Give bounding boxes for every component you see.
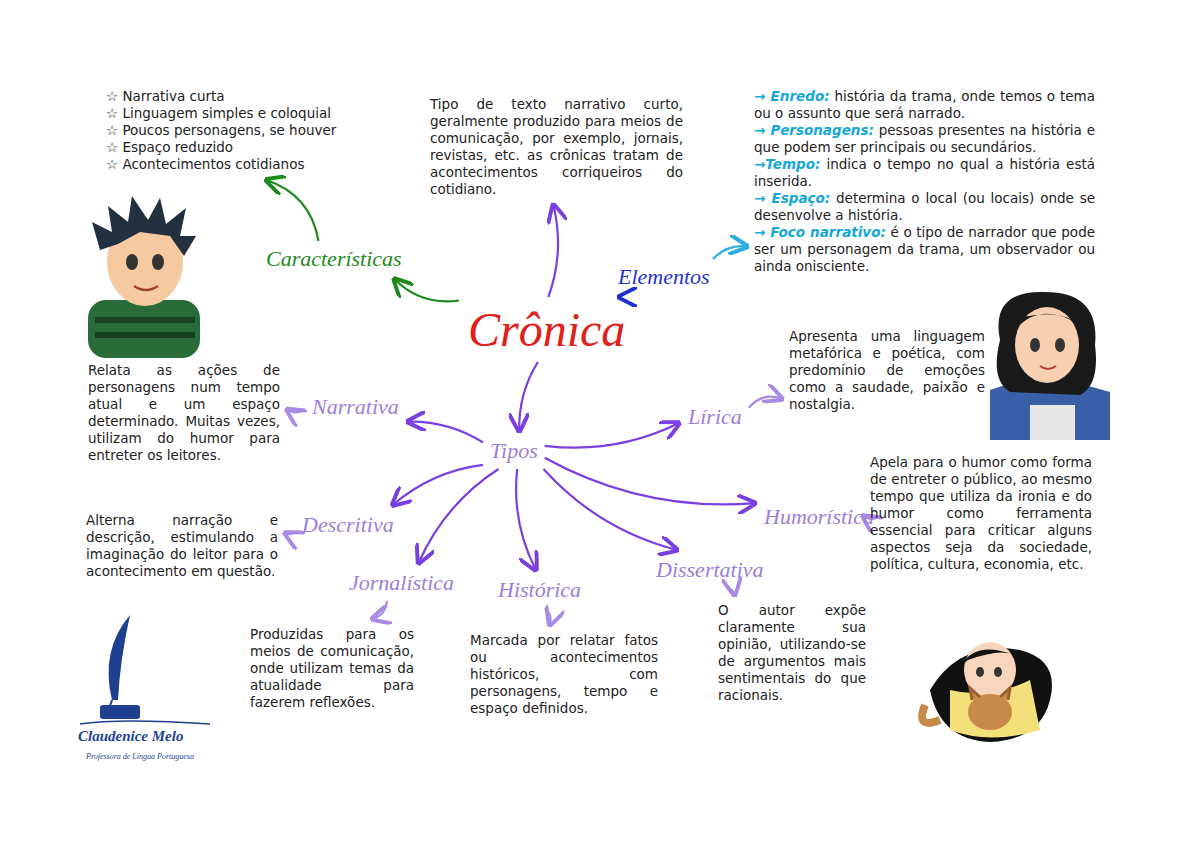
type-description: Alterna narração e descrição, estimuland… <box>84 510 280 582</box>
connector-arrow <box>372 601 387 619</box>
type-title: Jornalística <box>345 568 458 598</box>
type-description: Marcada por relatar fatos ou acontecimen… <box>468 630 660 719</box>
connector-arrow <box>544 469 677 550</box>
connector-arrow <box>519 362 538 431</box>
node-text: O autor expõe claramente sua opinião, ut… <box>718 602 866 704</box>
node-text: Tipo de texto narrativo curto, geralment… <box>430 96 683 198</box>
connector-arrow <box>394 279 459 301</box>
connector-arrow <box>728 588 735 595</box>
type-title: Histórica <box>494 575 585 605</box>
definition-text: Tipo de texto narrativo curto, geralment… <box>428 94 685 200</box>
signature-label: Claudenice Melo <box>78 728 183 745</box>
connector-arrow <box>713 246 747 259</box>
node-text: Narrativa <box>312 394 399 420</box>
element-item: →Tempo: indica o tempo no qual a históri… <box>754 156 1095 190</box>
connector-arrow <box>545 458 755 505</box>
connector-arrow <box>419 469 499 563</box>
element-item: → Personagens: pessoas presentes na hist… <box>754 122 1095 156</box>
connector-arrow <box>266 180 318 241</box>
type-description: Relata as ações de personagens num tempo… <box>86 360 282 466</box>
element-heading: → Espaço: <box>754 190 830 206</box>
list-item: ☆ Narrativa curta <box>106 88 342 105</box>
type-title: Lírica <box>684 402 746 432</box>
element-heading: →Tempo: <box>754 156 820 172</box>
node-text: Apela para o humor como forma de entrete… <box>870 454 1092 573</box>
signature-label: Professora de Língua Portuguesa <box>86 752 194 761</box>
connector-arrow <box>545 608 551 625</box>
quill-logo <box>80 615 210 724</box>
node-text: Histórica <box>498 577 581 603</box>
branch-title: Tipos <box>486 436 542 466</box>
girl-cat-illustration <box>922 642 1052 742</box>
element-heading: → Personagens: <box>754 122 874 138</box>
list-item: ☆ Poucos personagens, se houver <box>106 122 342 139</box>
node-text: Características <box>266 246 402 272</box>
girl-illustration <box>990 292 1110 440</box>
node-text: Marcada por relatar fatos ou acontecimen… <box>470 632 658 717</box>
node-text: Humorística <box>764 504 874 530</box>
type-title: Dissertativa <box>652 555 768 585</box>
connector-arrow <box>749 397 782 408</box>
connector-arrow <box>393 465 483 505</box>
element-list: → Enredo: história da trama, onde temos … <box>752 86 1097 277</box>
node-text: Tipos <box>490 438 538 464</box>
node-text: Lírica <box>688 404 742 430</box>
type-description: Produzidas para os meios de comunicação,… <box>248 624 416 713</box>
node-text: Produzidas para os meios de comunicação,… <box>250 626 414 711</box>
type-description: O autor expõe claramente sua opinião, ut… <box>716 600 868 706</box>
node-text: Elementos <box>618 264 710 290</box>
list-item: ☆ Espaço reduzido <box>106 139 342 156</box>
type-description: Apela para o humor como forma de entrete… <box>868 452 1094 575</box>
element-item: → Foco narrativo: é o tipo de narrador q… <box>754 224 1095 275</box>
node-text: Crônica <box>468 302 625 357</box>
connector-arrow <box>285 532 295 534</box>
node-text: Alterna narração e descrição, estimuland… <box>86 512 278 580</box>
element-heading: → Enredo: <box>754 88 830 104</box>
branch-title: Elementos <box>614 262 714 292</box>
type-description: Apresenta uma linguagem metafórica e poé… <box>787 326 987 415</box>
node-text: Jornalística <box>349 570 454 596</box>
node-text: Dissertativa <box>656 557 764 583</box>
list-item: ☆ Linguagem simples e coloquial <box>106 105 342 122</box>
boy-illustration <box>88 196 200 358</box>
connector-arrow <box>516 469 536 570</box>
node-text: Apresenta uma linguagem metafórica e poé… <box>789 328 985 413</box>
node-text: Relata as ações de personagens num tempo… <box>88 362 280 464</box>
type-title: Narrativa <box>308 392 403 422</box>
element-item: → Enredo: história da trama, onde temos … <box>754 88 1095 122</box>
connector-arrow <box>548 205 558 297</box>
list-item: ☆ Acontecimentos cotidianos <box>106 156 342 173</box>
connector-arrow <box>408 422 483 443</box>
branch-title: Características <box>262 244 406 274</box>
central-title: Crônica <box>462 300 631 359</box>
node-text: Descritiva <box>302 512 394 538</box>
type-title: Descritiva <box>298 510 398 540</box>
element-heading: → Foco narrativo: <box>754 224 886 240</box>
feature-list: ☆ Narrativa curta☆ Linguagem simples e c… <box>104 86 344 175</box>
connector-arrow <box>287 409 305 412</box>
connector-arrow <box>545 423 679 448</box>
element-item: → Espaço: determina o local (ou locais) … <box>754 190 1095 224</box>
type-title: Humorística <box>760 502 878 532</box>
